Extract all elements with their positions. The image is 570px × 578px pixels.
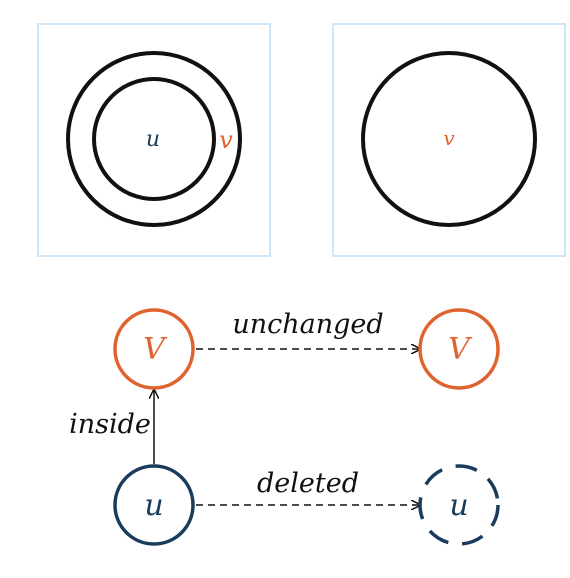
node-v-before-label: V [143, 332, 168, 367]
ring-label-v: v [219, 126, 233, 154]
right-panel-frame [332, 23, 566, 257]
edge-label-inside: inside [69, 409, 151, 440]
inner-label-u: u [146, 127, 160, 152]
inner-circle-u [92, 77, 216, 201]
node-v-before [113, 308, 195, 390]
left-panel: u v [37, 23, 271, 257]
edge-label-unchanged: unchanged [232, 309, 383, 340]
edge-label-deleted: deleted [257, 468, 359, 499]
node-v-after-label: V [448, 332, 473, 367]
node-u-before [113, 464, 195, 546]
right-panel: v [332, 23, 566, 257]
transition-graph: unchanged deleted inside V V u u [69, 308, 500, 546]
left-panel-frame [37, 23, 271, 257]
circle-v [361, 51, 537, 227]
node-u-after-deleted [418, 464, 500, 546]
outer-circle-v [66, 51, 242, 227]
right-label-v: v [443, 126, 455, 150]
node-u-after-label: u [449, 488, 468, 523]
node-v-after [418, 308, 500, 390]
node-u-before-label: u [144, 488, 163, 523]
